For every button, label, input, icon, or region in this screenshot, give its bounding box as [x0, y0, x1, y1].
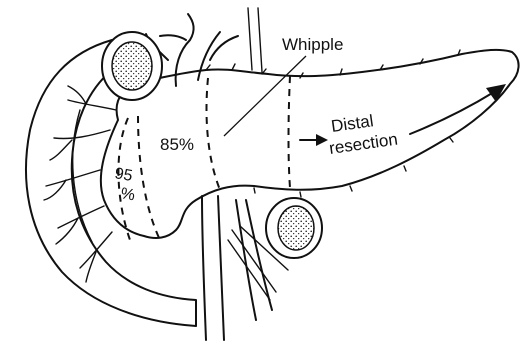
upper-cross-section [102, 32, 162, 100]
pct-95-percent: % [119, 185, 136, 204]
mesenteric-vessels [202, 196, 272, 340]
whipple-label: Whipple [282, 35, 343, 54]
lower-cross-section [266, 198, 322, 258]
pct-95-label: 95 [113, 165, 134, 185]
pct-85-label: 85% [160, 135, 194, 154]
